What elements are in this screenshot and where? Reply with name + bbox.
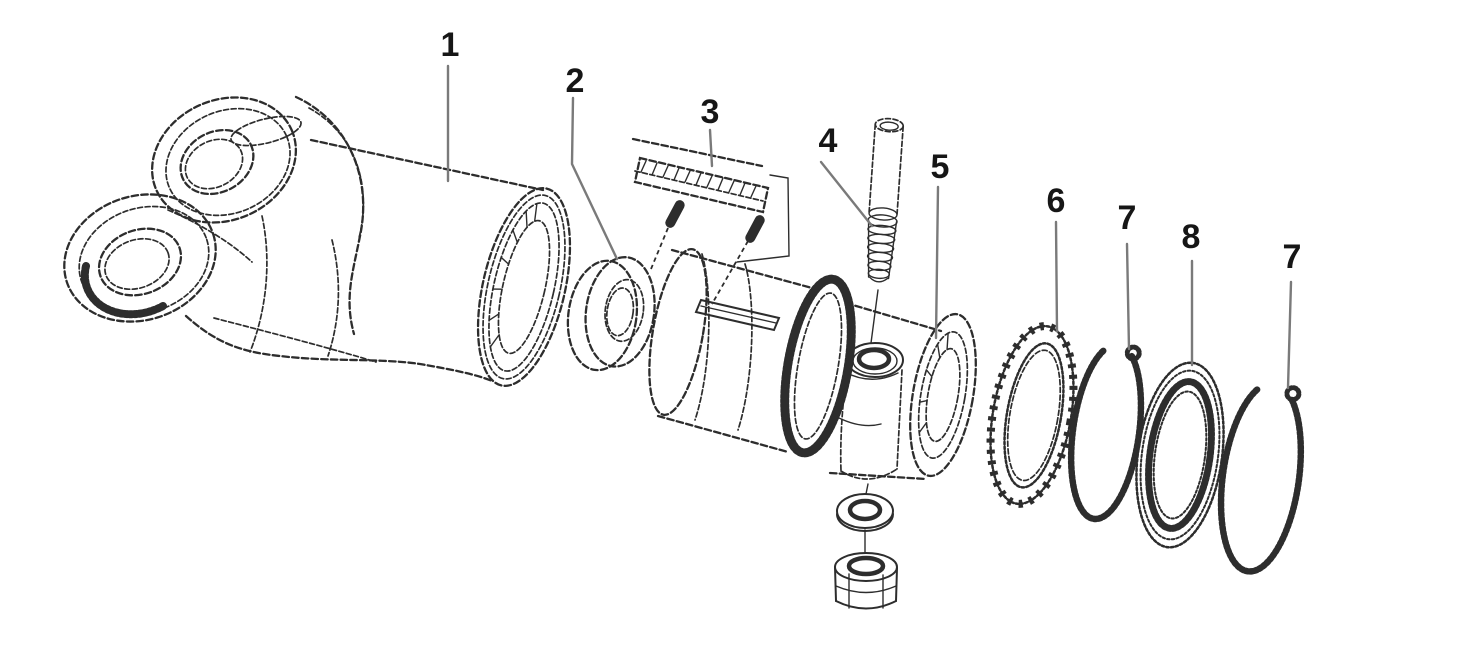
serrated-flange xyxy=(780,274,856,458)
lock-washer xyxy=(836,483,894,532)
callout-label-7-left: 7 xyxy=(1117,199,1137,237)
callout-label-3: 3 xyxy=(700,93,720,131)
stud-threads xyxy=(866,224,897,280)
snap-ring-eye xyxy=(1284,385,1302,403)
hub-spline-teeth xyxy=(918,332,949,434)
leader-7-left xyxy=(1125,242,1131,351)
stud-bore xyxy=(856,347,892,371)
leader-3 xyxy=(708,128,714,168)
assembly-axis-line xyxy=(870,289,879,344)
callout-label-7-right: 7 xyxy=(1282,238,1302,276)
part-splined-clamp-hub xyxy=(648,248,977,610)
callout-label-6: 6 xyxy=(1046,182,1066,220)
leader-5 xyxy=(934,185,940,340)
key-pocket-outline xyxy=(736,174,790,263)
tube-spline-teeth xyxy=(488,202,538,348)
callout-label-5: 5 xyxy=(930,148,950,186)
clamp-boss xyxy=(838,342,904,480)
callout-label-8: 8 xyxy=(1181,218,1201,256)
leader-6 xyxy=(1054,220,1059,333)
part-bearing-ring xyxy=(566,256,656,372)
leader-4 xyxy=(819,160,874,228)
part-serrated-key xyxy=(631,137,790,305)
part-snap-ring-left xyxy=(1067,344,1145,523)
roll-pin-b xyxy=(711,215,765,305)
part-yoke-with-bell-tube xyxy=(63,95,572,387)
leader-2 xyxy=(570,96,619,261)
ear-knurl-texture xyxy=(80,262,167,319)
snap-ring-eye xyxy=(1124,344,1142,362)
callout-label-4: 4 xyxy=(818,122,838,160)
part-threaded-stud xyxy=(866,117,905,344)
roll-pin-a xyxy=(650,200,685,270)
part-snap-ring-right xyxy=(1217,385,1305,575)
key-serrations xyxy=(640,160,757,198)
leader-7-right xyxy=(1286,280,1293,390)
hex-nut xyxy=(834,529,898,610)
callout-label-2: 2 xyxy=(565,62,585,100)
part-notched-lock-washer xyxy=(986,322,1078,508)
leader-lines xyxy=(446,64,1293,390)
callout-label-1: 1 xyxy=(440,26,460,64)
keyway-slot xyxy=(694,298,781,332)
